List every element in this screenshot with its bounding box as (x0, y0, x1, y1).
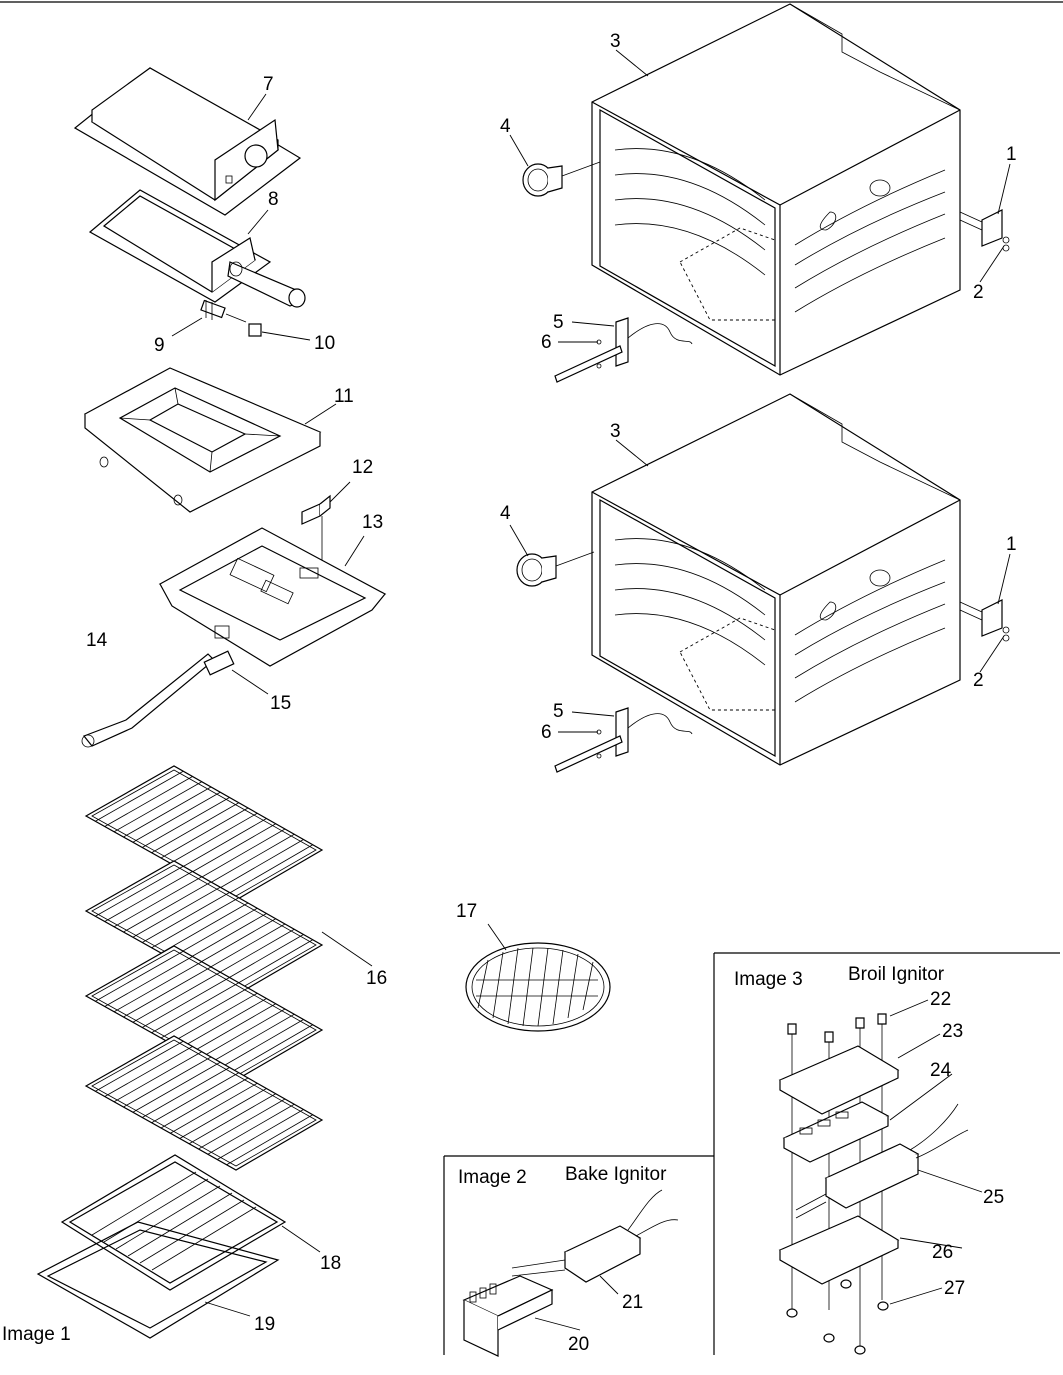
part-4-lower-light (516, 551, 595, 587)
callout-4-lower: 4 (500, 503, 511, 524)
callout-1-lower: 1 (1006, 534, 1017, 555)
caption-image-1: Image 1 (2, 1324, 71, 1345)
part-19-broil-pan (36, 1221, 280, 1339)
callout-labels: 3 4 1 2 5 6 3 4 1 2 5 6 7 8 9 10 11 12 1… (86, 31, 1017, 1355)
oven-cavity-upper (591, 3, 961, 376)
part-9-valve (200, 299, 247, 323)
callout-16: 16 (366, 968, 387, 989)
oven-rack-1 (84, 765, 324, 901)
caption-image-3: Image 3 (734, 969, 803, 990)
callout-26: 26 (932, 1242, 953, 1263)
part-14-ignitor-tube (81, 653, 215, 748)
callout-24: 24 (930, 1060, 952, 1081)
callout-14: 14 (86, 630, 108, 651)
part-1-lower-bracket (959, 599, 1003, 637)
part-15-connector (203, 650, 235, 676)
title-broil-ignitor: Broil Ignitor (848, 964, 945, 985)
callout-19: 19 (254, 1314, 275, 1335)
callout-6-lower: 6 (541, 722, 552, 743)
part-2-lower-screw (1002, 626, 1010, 642)
callout-12: 12 (352, 457, 373, 478)
callout-17: 17 (456, 901, 477, 922)
part-10-orifice (248, 323, 262, 337)
part-25-broil-ignitor (795, 1103, 969, 1219)
section-captions: Image 1 Image 2 Bake Ignitor Image 3 Bro… (2, 964, 945, 1345)
callout-7: 7 (263, 74, 274, 95)
part-2-upper-screw (1002, 236, 1010, 252)
callout-2-upper: 2 (973, 282, 984, 303)
part-21-bake-ignitor (511, 1189, 679, 1283)
callout-3-lower: 3 (610, 421, 621, 442)
callout-1-upper: 1 (1006, 144, 1017, 165)
title-bake-ignitor: Bake Ignitor (565, 1164, 667, 1185)
part-23-top-plate (778, 1045, 900, 1115)
callout-20: 20 (568, 1334, 589, 1355)
part-4-upper-light (522, 161, 601, 197)
callout-23: 23 (942, 1021, 963, 1042)
callout-22: 22 (930, 989, 951, 1010)
image-3-frame (713, 952, 1060, 1355)
callout-15: 15 (270, 693, 291, 714)
callout-11: 11 (334, 386, 354, 407)
oven-rack-3 (84, 945, 324, 1081)
oven-rack-4 (84, 1035, 324, 1171)
part-27-nuts (786, 1279, 889, 1355)
leader-lines (171, 49, 1011, 1331)
oven-cavity-lower (591, 393, 961, 766)
part-8-burner (88, 189, 306, 308)
part-24-shield (782, 1101, 890, 1163)
part-18-broil-grate (60, 1154, 287, 1291)
image-2-frame (443, 1155, 714, 1355)
callout-10: 10 (314, 333, 335, 354)
part-20-ignitor-bracket (462, 1275, 554, 1357)
part-13-base-pan (158, 527, 387, 667)
callout-5-upper: 5 (553, 312, 564, 333)
caption-image-2: Image 2 (458, 1167, 527, 1188)
part-5-6-upper-sensor (554, 317, 693, 383)
callout-13: 13 (362, 512, 383, 533)
callout-4-upper: 4 (500, 116, 511, 137)
part-26-bottom-plate (778, 1215, 900, 1285)
callout-18: 18 (320, 1253, 341, 1274)
callout-2-lower: 2 (973, 670, 984, 691)
part-16-oven-racks (84, 765, 324, 1171)
part-17-round-rack (465, 942, 611, 1032)
callout-6-upper: 6 (541, 332, 552, 353)
callout-5-lower: 5 (553, 701, 564, 722)
callout-8: 8 (268, 189, 279, 210)
callout-21: 21 (622, 1292, 643, 1313)
part-1-upper-bracket (959, 209, 1003, 247)
callout-25: 25 (983, 1187, 1004, 1208)
callout-27: 27 (944, 1278, 965, 1299)
callout-9: 9 (154, 335, 165, 356)
callout-3-upper: 3 (610, 31, 621, 52)
part-5-6-lower-sensor (554, 707, 693, 773)
oven-rack-2 (84, 860, 324, 996)
part-11-tray (83, 367, 322, 513)
part-7-burner-cover (73, 67, 302, 216)
